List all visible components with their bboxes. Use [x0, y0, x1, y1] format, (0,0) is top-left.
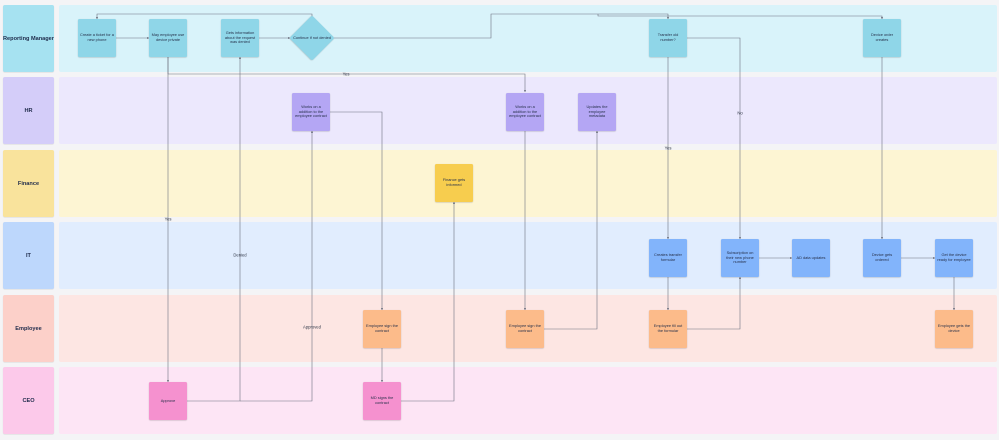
node-md-signs-contract[interactable]: MD signs the contract — [363, 382, 401, 420]
lane-it — [59, 222, 997, 289]
node-device-gets-ordered[interactable]: Device gets ordered — [863, 239, 901, 277]
node-creates-transfer-formular[interactable]: Creates transfer formular — [649, 239, 687, 277]
lane-label-it: IT — [3, 222, 54, 289]
edge-label-yes-top: Yes — [342, 71, 350, 77]
node-finance-gets-informed[interactable]: Finance gets informed — [435, 164, 473, 202]
lane-label-reporting-manager: Reporting Manager — [3, 5, 54, 72]
lane-label-employee: Employee — [3, 295, 54, 362]
node-employee-sign-contract-1[interactable]: Employee sign the contract — [363, 310, 401, 348]
lane-finance — [59, 150, 997, 217]
node-subscription-new-number[interactable]: Subscription on their new phone number — [721, 239, 759, 277]
decision-label: Continue if not denied — [293, 34, 331, 40]
edge-continue-to-device-order — [597, 14, 884, 20]
edge-continue-loop-to-may — [95, 13, 313, 20]
edge-continue-to-transfer — [333, 13, 670, 39]
edge-md-to-finance — [401, 201, 456, 402]
edge-transfer-no-to-subscription — [668, 37, 742, 240]
lane-label-hr: HR — [3, 77, 54, 144]
node-gets-information[interactable]: Gets information about the request was d… — [221, 19, 259, 57]
node-employee-sign-contract-2[interactable]: Employee sign the contract — [506, 310, 544, 348]
edge-label-approved: Approved — [303, 324, 321, 330]
edge-label-yes-ceo: Yes — [164, 216, 172, 222]
lane-label-ceo: CEO — [3, 367, 54, 434]
node-hr-works-on-contract-1[interactable]: Works on a addition to the employee cont… — [292, 93, 330, 131]
edge-label-no-transfer: No — [737, 110, 743, 116]
node-device-order-creates[interactable]: Device order creates — [863, 19, 901, 57]
node-transfer-old-number[interactable]: Transfer old number? — [649, 19, 687, 57]
node-approve[interactable]: Approve — [149, 382, 187, 420]
lane-label-finance: Finance — [3, 150, 54, 217]
edge-fill-to-subscription — [687, 276, 742, 330]
node-employee-fill-formular[interactable]: Employee fill out the formular — [649, 310, 687, 348]
node-hr-works-on-contract-2[interactable]: Works on a addition to the employee cont… — [506, 93, 544, 131]
edge-sign2-to-update — [544, 130, 599, 330]
decision-continue-if-not-denied[interactable]: Continue if not denied — [289, 15, 335, 61]
node-may-employee-use-device[interactable]: May employee use device private — [149, 19, 187, 57]
node-ad-data-updates[interactable]: AD data updates — [792, 239, 830, 277]
edge-label-yes-transfer: Yes — [664, 145, 672, 151]
node-employee-gets-device[interactable]: Employee gets the device — [935, 310, 973, 348]
node-update-employee-metadata[interactable]: Updates the employee metadata — [578, 93, 616, 131]
node-create-ticket[interactable]: Create a ticket for a new phone — [78, 19, 116, 57]
node-get-device-ready[interactable]: Get the device ready for employee — [935, 239, 973, 277]
edge-hr1-to-sign1 — [330, 111, 384, 311]
edge-label-denied: Denied — [233, 252, 247, 258]
edge-approve-approved — [240, 130, 314, 402]
edge-approve-denied — [187, 56, 242, 402]
lane-ceo — [59, 367, 997, 434]
